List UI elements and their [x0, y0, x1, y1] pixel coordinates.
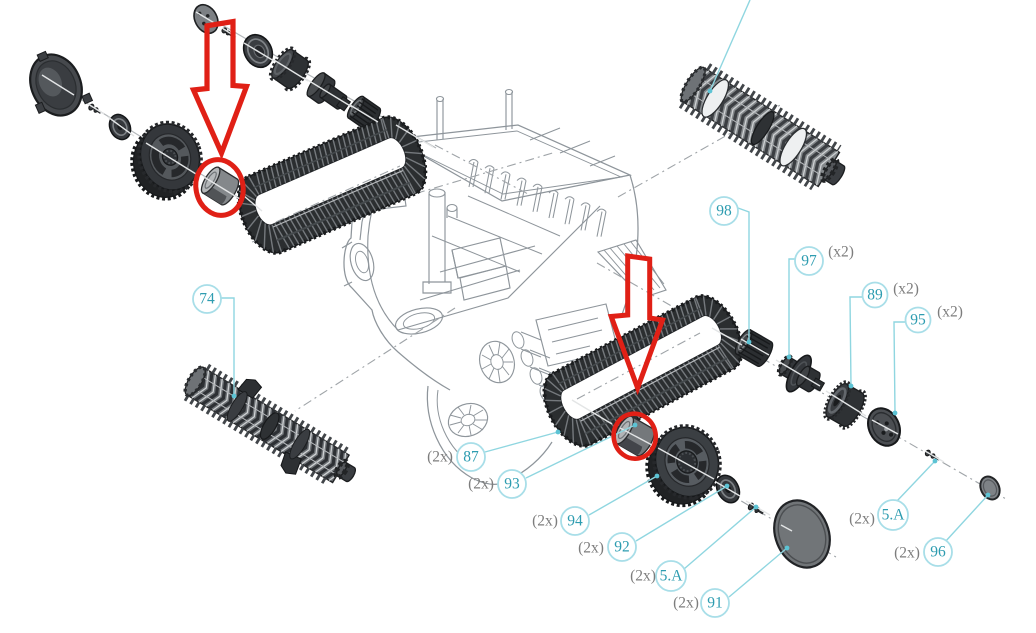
svg-text:(x2): (x2): [937, 304, 963, 321]
svg-text:87: 87: [463, 449, 479, 466]
svg-text:93: 93: [504, 476, 520, 493]
svg-text:(2x): (2x): [532, 513, 558, 530]
svg-text:74: 74: [199, 291, 215, 308]
svg-text:5.A: 5.A: [660, 568, 684, 585]
svg-text:(2x): (2x): [849, 511, 875, 528]
svg-text:95: 95: [910, 312, 926, 329]
svg-text:(2x): (2x): [673, 595, 699, 612]
svg-text:(2x): (2x): [894, 545, 920, 562]
svg-text:91: 91: [707, 595, 723, 612]
svg-text:(x2): (x2): [828, 244, 854, 261]
svg-text:(2x): (2x): [630, 568, 656, 585]
svg-text:96: 96: [930, 544, 946, 561]
svg-text:5.A: 5.A: [882, 507, 906, 524]
svg-text:97: 97: [801, 253, 817, 270]
svg-text:92: 92: [614, 539, 630, 556]
svg-text:94: 94: [567, 513, 583, 530]
svg-text:(2x): (2x): [578, 540, 604, 557]
svg-text:(x2): (x2): [893, 281, 919, 298]
svg-text:89: 89: [867, 287, 883, 304]
svg-text:(2x): (2x): [468, 476, 494, 493]
svg-text:98: 98: [716, 203, 732, 220]
svg-text:(2x): (2x): [427, 449, 453, 466]
